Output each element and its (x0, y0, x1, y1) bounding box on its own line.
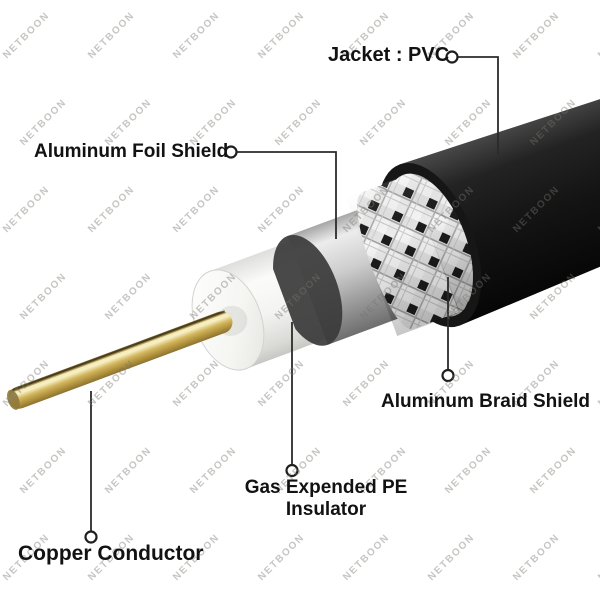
foil-callout-line (236, 151, 337, 239)
callout-lines (90, 56, 499, 532)
copper-callout-dot (84, 530, 98, 544)
copper-conductor-rod (7, 311, 233, 409)
conductor-edge-line (12, 310, 226, 391)
insulator-label: Gas Expended PE Insulator (238, 477, 414, 521)
foil-callout-dot (224, 145, 238, 159)
jacket-label: Jacket : PVC (328, 44, 450, 66)
copper-conductor-label: Copper Conductor (18, 542, 204, 565)
braid-shield-label: Aluminum Braid Shield (381, 391, 591, 412)
braid-shading (345, 173, 460, 337)
jacket-callout-line (457, 56, 499, 154)
foil-shield-label: Aluminum Foil Shield (34, 141, 229, 162)
insulator-label-line2: Insulator (285, 499, 367, 521)
jacket-pvc-body (399, 28, 600, 326)
callout-dots (84, 50, 459, 544)
conductor-tip (7, 389, 20, 410)
jacket-callout-dot (445, 50, 459, 64)
insulator-callout-dot (285, 463, 299, 478)
insulator-label-line1: Gas Expended PE (244, 477, 408, 498)
conductor-highlight (11, 312, 229, 397)
braid-callout-dot (441, 368, 455, 383)
